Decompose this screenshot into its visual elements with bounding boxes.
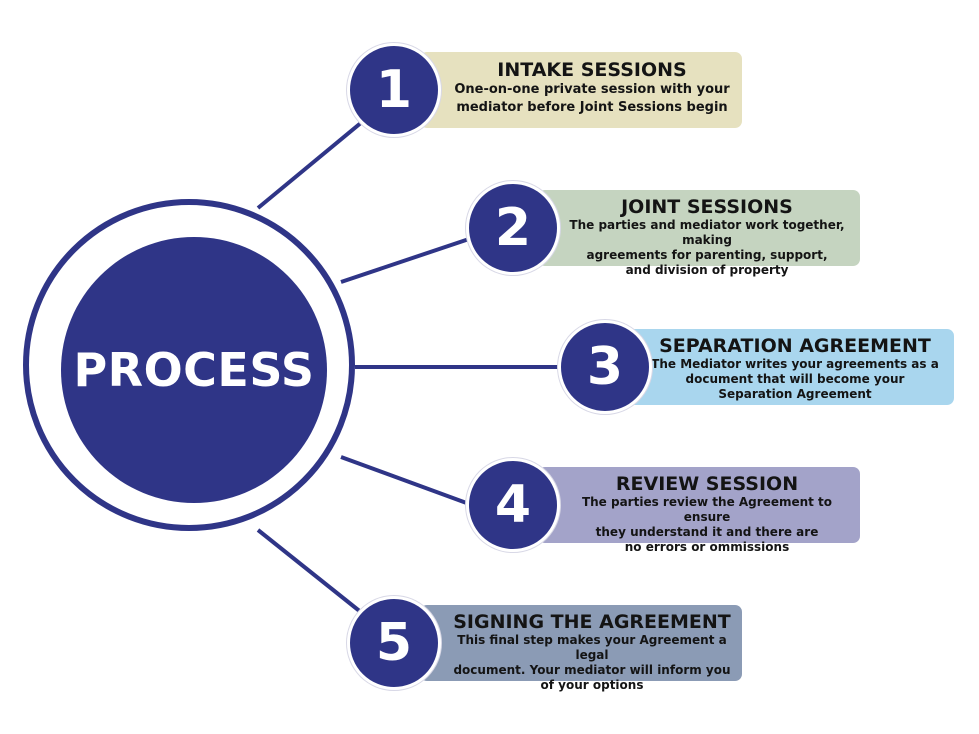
step-4-box: REVIEW SESSION The parties review the Ag… [538,467,860,554]
connector-line-2 [340,236,473,284]
step-1-title: INTAKE SESSIONS [497,59,687,81]
step-5-title: SIGNING THE AGREEMENT [453,611,731,633]
step-3-badge: 3 [558,320,652,414]
connector-line-5 [256,528,364,615]
step-3-number: 3 [586,337,624,397]
step-1-description: One-on-one private session with your med… [454,82,730,115]
step-4-description: The parties review the Agreement to ensu… [581,495,833,554]
connector-line-1 [256,120,364,210]
process-hub: PROCESS [61,237,327,503]
step-3-description: The Mediator writes your agreements as a… [651,357,939,401]
step-4-title: REVIEW SESSION [615,473,799,495]
step-2-title: JOINT SESSIONS [621,196,793,218]
step-1-box: INTAKE SESSIONS One-on-one private sessi… [420,52,742,128]
step-1-badge: 1 [347,43,441,137]
step-5-description: This final step makes your Agreement a l… [453,633,731,692]
connector-line-4 [340,455,473,507]
step-2-badge: 2 [466,181,560,275]
step-2-box: JOINT SESSIONS The parties and mediator … [538,190,860,277]
step-1-number: 1 [375,60,413,120]
step-2-number: 2 [494,198,532,258]
step-5-number: 5 [375,613,413,673]
hub-title: PROCESS [73,343,315,397]
step-3-box: SEPARATION AGREEMENT The Mediator writes… [628,329,954,405]
step-5-box: SIGNING THE AGREEMENT This final step ma… [420,605,742,692]
step-5-badge: 5 [347,596,441,690]
step-3-title: SEPARATION AGREEMENT [659,335,931,357]
step-4-number: 4 [494,475,532,535]
step-2-description: The parties and mediator work together, … [569,218,845,277]
step-4-badge: 4 [466,458,560,552]
